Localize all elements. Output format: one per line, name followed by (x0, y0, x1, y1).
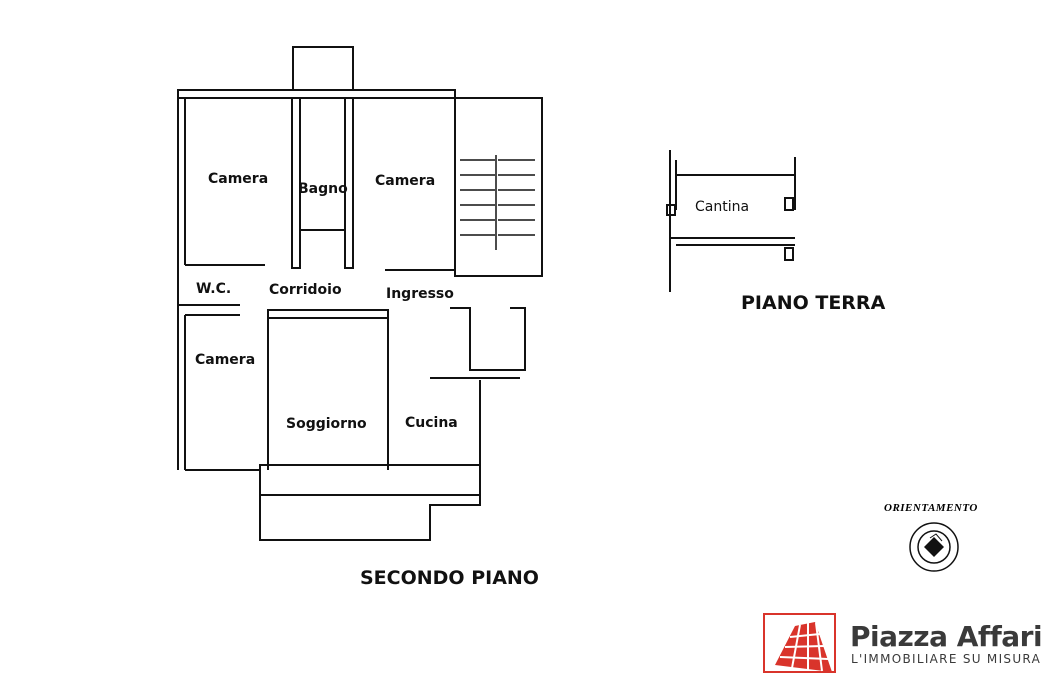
logo-tagline: L'IMMOBILIARE SU MISURA (851, 652, 1042, 666)
room-label-corridoio: Corridoio (269, 282, 342, 298)
compass-icon (909, 522, 959, 572)
room-label-ingresso: Ingresso (386, 286, 454, 302)
room-label-wc: W.C. (196, 281, 232, 297)
floor-title-piano-terra: PIANO TERRA (741, 292, 886, 314)
room-label-soggiorno: Soggiorno (286, 416, 367, 432)
floor-title-secondo-piano: SECONDO PIANO (360, 567, 539, 589)
room-label-cantina: Cantina (695, 199, 750, 215)
room-label-bagno: Bagno (298, 181, 348, 197)
orientation-label: ORIENTAMENTO (884, 502, 978, 514)
logo-mark (763, 613, 836, 673)
room-label-cucina: Cucina (405, 415, 458, 431)
logo-name: Piazza Affari (850, 620, 1043, 653)
ground-floor-walls (666, 150, 796, 292)
room-label-camera-2: Camera (375, 173, 436, 189)
second-floor-walls (177, 46, 543, 541)
room-label-camera-3: Camera (195, 352, 256, 368)
room-label-camera-1: Camera (208, 171, 269, 187)
